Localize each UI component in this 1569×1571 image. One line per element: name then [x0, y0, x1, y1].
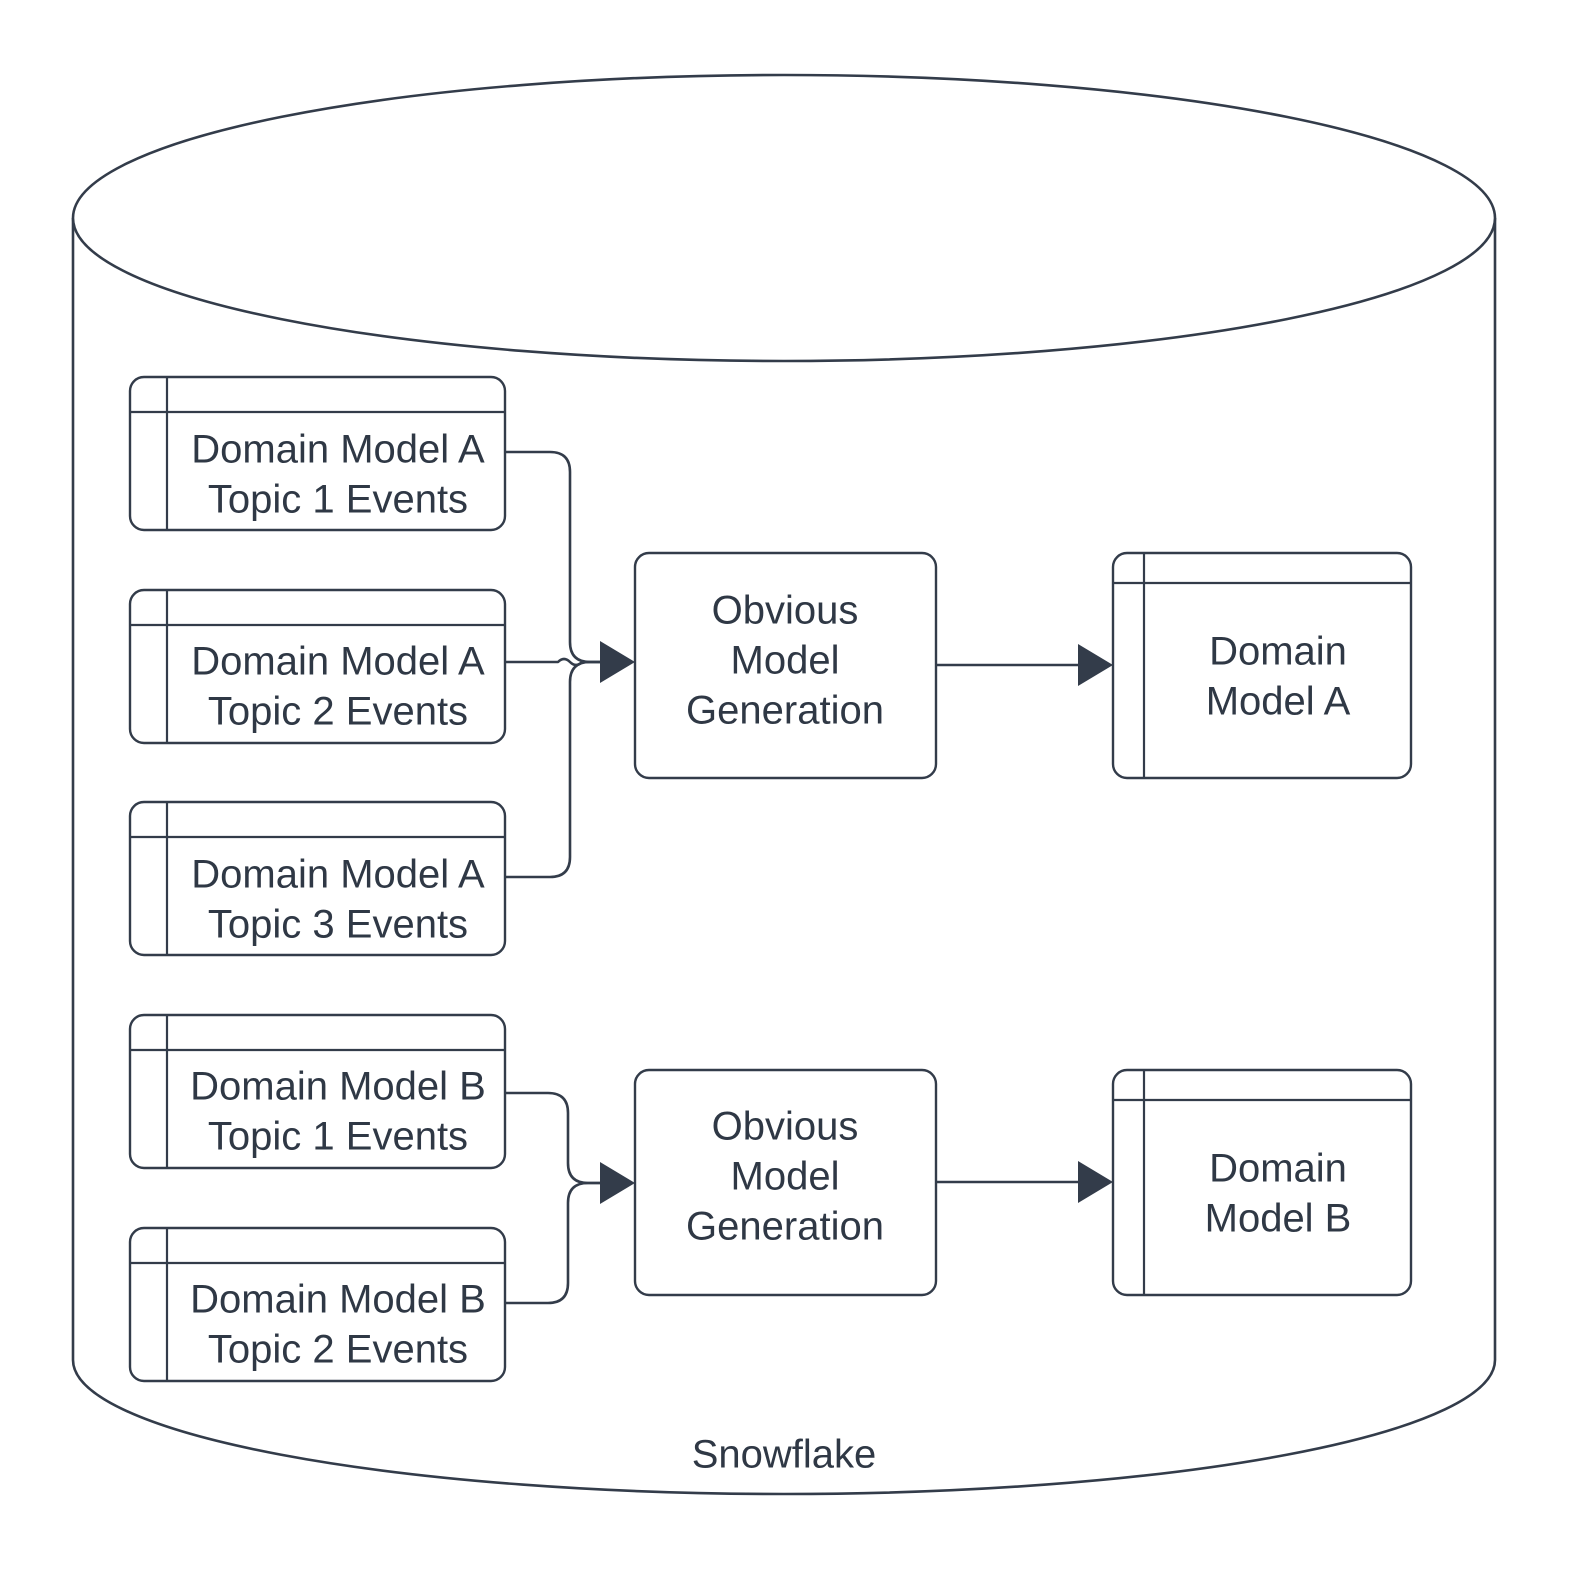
table-node-body: [128, 375, 507, 532]
table-node-label-line2: Model B: [1205, 1197, 1352, 1241]
arrowhead-to-generation-a: [600, 641, 635, 683]
table-node-dm-a-topic-3[interactable]: Domain Model A Topic 3 Events: [128, 800, 507, 957]
table-node-label-line1: Domain Model A: [191, 640, 485, 684]
table-node-body: [128, 1013, 507, 1170]
table-node-body: [1111, 551, 1413, 780]
process-node-label-line1: Obvious: [712, 1105, 859, 1149]
arrowhead-to-domain-model-a: [1078, 644, 1113, 686]
process-node-body: [633, 1068, 938, 1297]
arrowhead-to-domain-model-b: [1078, 1161, 1113, 1203]
cylinder-top-ellipse: [71, 73, 1497, 363]
table-node-dm-a-topic-1[interactable]: Domain Model A Topic 1 Events: [128, 375, 507, 532]
table-node-label-line1: Domain Model B: [190, 1065, 486, 1109]
cylinder-bottom-arc: [71, 1359, 1497, 1496]
table-node-label-line2: Topic 1 Events: [208, 1115, 468, 1159]
snowflake-cylinder: Snowflake: [71, 73, 1497, 1496]
table-node-label-line2: Topic 3 Events: [208, 903, 468, 947]
table-node-dm-b-topic-1[interactable]: Domain Model B Topic 1 Events: [128, 1013, 507, 1170]
table-node-label-line1: Domain Model B: [190, 1278, 486, 1322]
table-node-label-line1: Domain Model A: [191, 853, 485, 897]
arrowhead-to-generation-b: [600, 1162, 635, 1204]
source-tables-layer: Domain Model A Topic 1 Events Domain Mod…: [128, 375, 507, 1383]
process-nodes-layer: Obvious Model Generation Obvious Model G…: [633, 551, 938, 1297]
table-node-body: [128, 588, 507, 745]
table-node-label-line2: Topic 2 Events: [208, 690, 468, 734]
table-node-label-line2: Model A: [1206, 680, 1351, 724]
process-node-label-line2: Model: [731, 1155, 840, 1199]
process-node-obvious-model-generation-a[interactable]: Obvious Model Generation: [633, 551, 938, 780]
table-node-label-line1: Domain: [1209, 630, 1347, 674]
process-node-label-line3: Generation: [686, 689, 884, 733]
table-node-dm-b-topic-2[interactable]: Domain Model B Topic 2 Events: [128, 1226, 507, 1383]
table-node-body: [128, 800, 507, 957]
process-node-body: [633, 551, 938, 780]
process-node-label-line3: Generation: [686, 1205, 884, 1249]
edge-dm-a-topic-3-to-generation: [505, 660, 606, 879]
table-node-domain-model-b[interactable]: Domain Model B: [1111, 1068, 1413, 1297]
table-node-label-line2: Topic 1 Events: [208, 478, 468, 522]
table-node-domain-model-a[interactable]: Domain Model A: [1111, 551, 1413, 780]
edge-dm-a-topic-1-to-generation: [505, 450, 606, 664]
edge-dm-b-topic-2-to-generation: [505, 1181, 606, 1305]
table-node-dm-a-topic-2[interactable]: Domain Model A Topic 2 Events: [128, 588, 507, 745]
connector-layer: [505, 450, 1113, 1305]
table-node-label-line1: Domain: [1209, 1147, 1347, 1191]
output-nodes-layer: Domain Model A Domain Model B: [1111, 551, 1413, 1297]
table-node-label-line2: Topic 2 Events: [208, 1328, 468, 1372]
process-node-label-line2: Model: [731, 639, 840, 683]
edge-dm-b-topic-1-to-generation: [505, 1091, 606, 1185]
table-node-body: [128, 1226, 507, 1383]
table-node-body: [1111, 1068, 1413, 1297]
process-node-obvious-model-generation-b[interactable]: Obvious Model Generation: [633, 1068, 938, 1297]
cylinder-label: Snowflake: [692, 1433, 877, 1477]
process-node-label-line1: Obvious: [712, 589, 859, 633]
table-node-label-line1: Domain Model A: [191, 428, 485, 472]
